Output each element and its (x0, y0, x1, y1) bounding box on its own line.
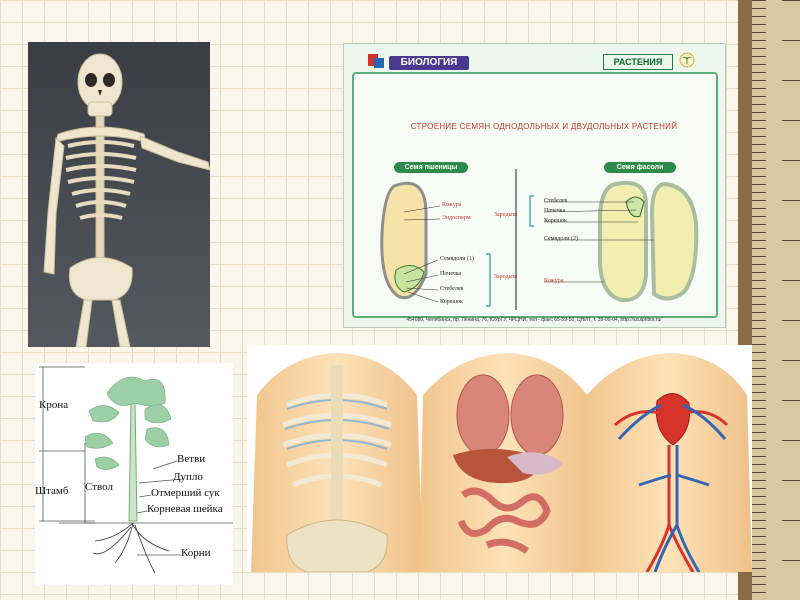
poster-footer: 454080, Челябинск, пр. Ленина, 76, ЮУрГУ… (406, 317, 662, 323)
wheat-label-root: Корешок (440, 299, 463, 305)
tree-label-trunk: Ствол (85, 481, 113, 493)
wheat-label-endosperm: Эндосперм (442, 215, 471, 221)
embryo-label-bean: Зародыш (494, 212, 518, 218)
poster-heading: СТРОЕНИЕ СЕМЯН ОДНОДОЛЬНЫХ И ДВУДОЛЬНЫХ … (410, 122, 678, 131)
tree-label-hollow: Дупло (173, 471, 203, 483)
tree-label-branches: Ветви (177, 453, 206, 465)
skeleton-drawing (43, 53, 210, 347)
tree-label-dead-branch: Отмерший сук (151, 487, 220, 499)
wheat-seed-title: Семя пшеницы (394, 162, 468, 173)
publisher-logo-accent (374, 58, 384, 68)
poster-frame: СТРОЕНИЕ СЕМЯН ОДНОДОЛЬНЫХ И ДВУДОЛЬНЫХ … (352, 72, 718, 318)
bean-label-stem: Стебелек (544, 198, 568, 204)
wheat-label-stem: Стебелек (440, 286, 464, 292)
tree-label-root-collar: Корневая шейка (147, 503, 223, 515)
publisher-logo-icon (368, 54, 378, 66)
tree-structure-diagram: Крона Штамб Ствол Ветви Дупло Отмерший с… (35, 363, 233, 585)
wheat-label-skin: Кожура (442, 202, 462, 208)
wheat-label-bud: Почечка (440, 271, 462, 277)
embryo-label-wheat: Зародыш (494, 274, 518, 280)
skeleton-image (28, 42, 210, 347)
poster-brand: БИОЛОГИЯ (389, 56, 469, 70)
seed-diagram (380, 169, 699, 310)
plant-icon (679, 52, 695, 68)
bean-label-cotyledons: Семядоли (2) (544, 236, 578, 242)
poster-section: РАСТЕНИЯ (603, 54, 673, 70)
bean-label-bud: Почечка (544, 208, 566, 214)
tree-drawing (39, 366, 233, 574)
bean-label-skin: Кожура (544, 278, 564, 284)
bean-label-root: Корешок (544, 218, 567, 224)
wheat-label-cotyledon: Семядоли (1) (440, 256, 474, 262)
seed-structure-poster: БИОЛОГИЯ РАСТЕНИЯ СТРОЕНИЕ СЕМЯН ОДНОДОЛ… (343, 43, 726, 328)
human-anatomy-image (247, 345, 752, 572)
wooden-ruler (738, 0, 800, 600)
bean-seed-title: Семя фасоли (604, 162, 676, 173)
anatomy-drawing (251, 353, 752, 572)
tree-label-roots: Корни (181, 547, 211, 559)
tree-label-crown: Крона (39, 399, 69, 411)
tree-label-stem: Штамб (35, 485, 69, 497)
